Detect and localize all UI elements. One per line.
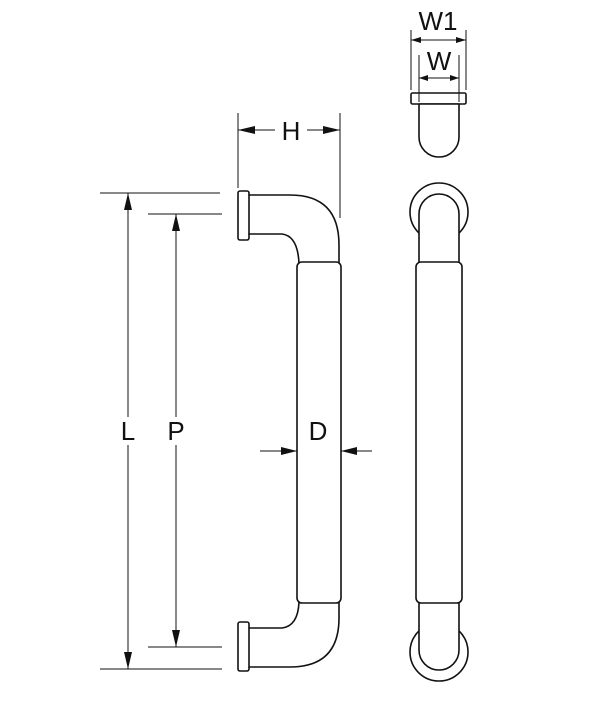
front-top-rod-end [418, 193, 460, 265]
side-view [237, 190, 342, 672]
dimension-w: W [418, 46, 460, 102]
dimension-h: H [237, 113, 341, 218]
side-grip-sleeve [296, 261, 342, 604]
label-p: P [167, 416, 184, 446]
label-d: D [309, 416, 328, 446]
label-w: W [427, 46, 452, 76]
side-bottom-bend [248, 601, 340, 668]
dimension-p: P [148, 213, 222, 648]
dimension-l: L [100, 192, 222, 670]
front-bottom-rod-end [418, 599, 460, 671]
front-view [409, 182, 469, 682]
top-view [410, 92, 467, 158]
dimension-d: D [260, 416, 372, 455]
label-l: L [121, 416, 135, 446]
end-cap-body [418, 103, 460, 158]
dimension-w1: W1 [410, 6, 467, 90]
side-top-flange [237, 190, 250, 241]
front-grip-sleeve [415, 261, 463, 604]
side-bottom-flange [237, 621, 250, 672]
label-h: H [282, 116, 301, 146]
side-top-bend [248, 194, 340, 265]
label-w1: W1 [419, 6, 458, 36]
